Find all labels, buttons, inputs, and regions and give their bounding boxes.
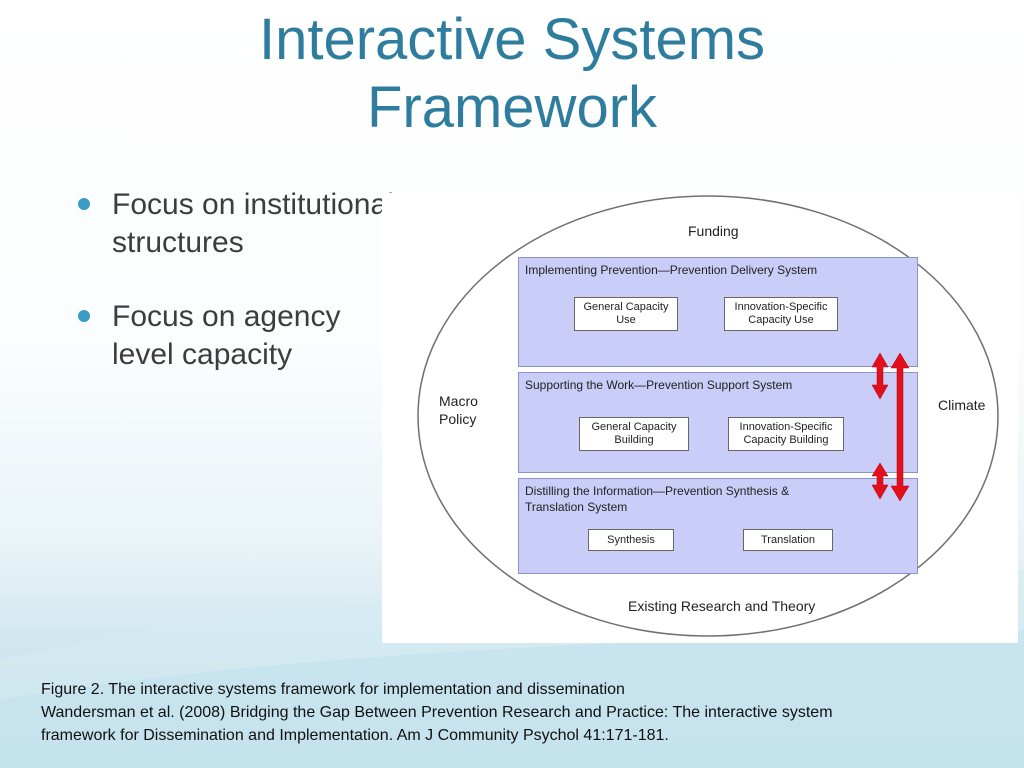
delivery-system: Implementing Prevention—Prevention Deliv… [518,257,918,367]
title-line: Translation System [525,500,628,514]
caption-line: framework for Dissemination and Implemen… [41,727,669,744]
box-line: Synthesis [607,533,655,546]
synthesis-system-title: Distilling the Information—Prevention Sy… [525,483,845,515]
box-line: Capacity Use [748,314,814,326]
synthesis-system: Distilling the Information—Prevention Sy… [518,478,918,574]
bullet-text-line: Focus on institutional [112,188,394,221]
title-line-1: Interactive Systems [258,7,766,72]
caption-line: Wandersman et al. (2008) Bridging the Ga… [41,704,833,721]
framework-diagram: Funding Macro Policy Climate Existing Re… [382,193,1018,643]
title-line: Distilling the Information—Prevention Sy… [525,484,790,498]
bullet-dot-icon [78,310,90,322]
policy-line: Policy [439,411,477,427]
figure-caption: Figure 2. The interactive systems framew… [41,678,1021,747]
box-line: Use [616,314,636,326]
bullet-list: Focus on institutional structures Focus … [78,186,458,410]
bullet-item: Focus on agency level capacity [78,298,458,374]
synthesis-box: Synthesis [588,529,674,551]
box-line: Translation [760,533,815,546]
bullet-item: Focus on institutional structures [78,186,458,262]
box-line: Building [614,434,654,446]
bullet-text-line: level capacity [112,338,293,371]
box-line: General Capacity [583,301,669,313]
caption-line: Figure 2. The interactive systems framew… [41,681,625,698]
title-line-2: Framework [366,75,658,140]
translation-box: Translation [743,529,833,551]
support-system: Supporting the Work—Prevention Support S… [518,372,918,473]
slide-title: Interactive Systems Framework [0,6,1024,142]
bullet-text-line: Focus on agency [112,300,341,333]
bullet-text-line: structures [112,226,244,259]
box-line: Innovation-Specific [739,421,833,433]
delivery-system-title: Implementing Prevention—Prevention Deliv… [525,263,818,277]
macro-policy-label: Macro Policy [439,392,478,428]
box-line: General Capacity [591,421,677,433]
macro-line: Macro [439,393,478,409]
support-system-title: Supporting the Work—Prevention Support S… [525,378,793,392]
box-line: Capacity Building [743,434,829,446]
box-line: Innovation-Specific [734,301,828,313]
climate-label: Climate [938,397,986,413]
bullet-dot-icon [78,198,90,210]
funding-label: Funding [688,223,739,239]
existing-research-label: Existing Research and Theory [628,598,816,614]
